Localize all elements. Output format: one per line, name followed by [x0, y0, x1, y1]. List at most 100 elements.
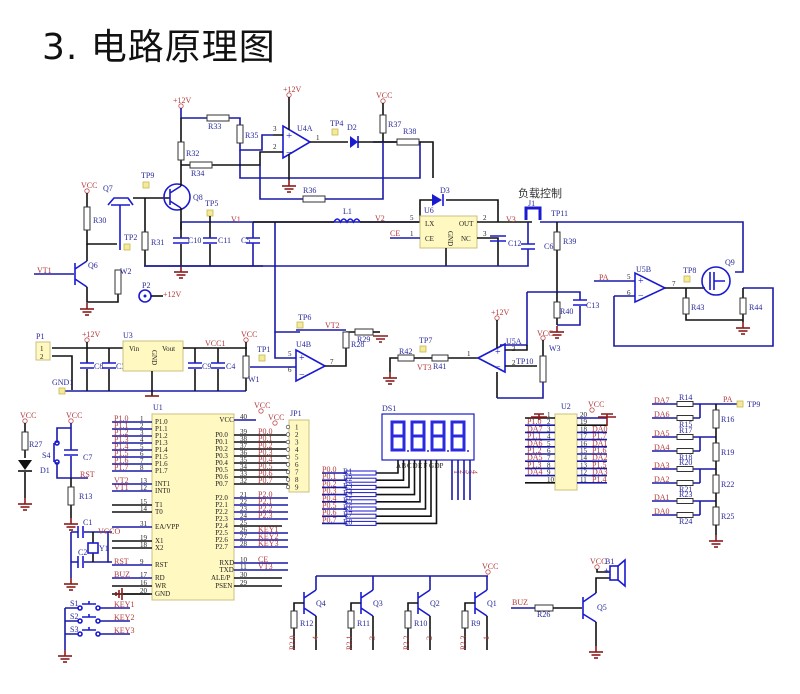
net-vt2: VT2 [325, 321, 340, 330]
u2-pin-net: P1.3 [527, 460, 541, 469]
u5a-section: R42 TP7 VT3 R41 + − U5A 1 3 2 +12V TP10 … [382, 308, 561, 399]
u1-pin-net: P2.3 [258, 511, 272, 520]
y1-label: Y1 [99, 544, 109, 553]
net-pa: PA [599, 273, 609, 282]
u6-ic [419, 215, 478, 249]
jp1-pin [285, 432, 291, 437]
q7-vcc: VCC [81, 181, 97, 190]
u1-pin-name: INT1 [155, 480, 171, 488]
digit-driver-resistor [290, 610, 298, 629]
u2-pin-net: DA3 [592, 468, 608, 477]
load-control-annotation: 负载控制 [518, 186, 562, 200]
u3-pin-vout: Vout [162, 345, 175, 353]
u6-pin3: 3 [483, 230, 487, 238]
u1-pin-name: P1.4 [155, 446, 168, 454]
dac-input-resistor-label: R15 [679, 420, 692, 429]
digit-driver-base-net: P2.2 [402, 636, 411, 650]
r26-label: R26 [537, 610, 550, 619]
r38-resistor [396, 138, 420, 146]
u4a-label: U4A [297, 124, 313, 133]
u5a-label: U5A [506, 337, 522, 346]
net-ce: CE [390, 229, 400, 238]
dac-input-net: DA6 [654, 410, 670, 419]
net-label-12v: +12V [173, 96, 192, 105]
u4b-pin6: 6 [288, 366, 292, 374]
u6-pin-lx: LX [425, 220, 434, 228]
jp1-pin-number: 3 [295, 439, 299, 447]
r42-label: R42 [399, 347, 412, 356]
r37-vcc: VCC [376, 91, 392, 100]
u4b-label: U4B [296, 340, 311, 349]
jp1-pin [285, 469, 291, 475]
r34-label: R34 [191, 169, 204, 178]
r39-resistor [553, 231, 561, 251]
r33-label: R33 [208, 122, 221, 131]
c9-label: C9 [202, 362, 211, 371]
u4a-minus: − [286, 147, 292, 159]
digit-driver-transistor [303, 589, 317, 617]
jp1-pin-number: 2 [295, 431, 299, 439]
key-label: S1 [70, 599, 78, 608]
u2-pin-number: 15 [580, 447, 588, 455]
u4a-12v: +12V [283, 85, 302, 94]
u1-pin-number: 17 [140, 571, 148, 579]
q9-mosfet [701, 266, 731, 296]
u1-pin-name: P0.5 [215, 466, 228, 474]
net-v1: V1 [231, 215, 241, 224]
u1-pin-net: P0.5 [258, 462, 272, 471]
u1-pin-number: 29 [240, 579, 248, 587]
u1-pin-number: 13 [140, 477, 148, 485]
u6-pin1: 1 [410, 230, 414, 238]
r44-resistor [739, 297, 747, 315]
jp1-pin [285, 447, 291, 452]
u1-pin-net: P1.7 [114, 463, 128, 472]
c4-capacitor [211, 362, 225, 369]
d2-led-icon [350, 136, 358, 148]
power-supply-section: P1 1 2 GND1 +12V C8 C3 U3 Vin Vout GND V… [35, 313, 388, 397]
l1-label: L1 [343, 207, 352, 216]
u1-pin-number: 18 [140, 541, 148, 549]
u1-pin-number: 10 [240, 556, 248, 564]
q5-label: Q5 [597, 603, 607, 612]
r37-resistor [379, 114, 387, 134]
dac-input-resistor [676, 434, 694, 440]
u2-pin-net: DA5 [527, 453, 543, 462]
r28-label: R28 [351, 340, 364, 349]
u1-pin-name: P0.4 [215, 459, 228, 467]
buzzer-section: BUZ R26 Q5 VCC B1 + [511, 557, 626, 659]
u1-label: U1 [153, 403, 163, 412]
r41-resistor [431, 354, 449, 362]
u1-pin-name: P2.3 [215, 515, 228, 523]
u1-pin-net: P0.4 [258, 455, 272, 464]
u1-pin-number: 35 [240, 456, 248, 464]
digit-driver-transistor [417, 589, 431, 617]
u1-pin-name: P2.0 [215, 494, 228, 502]
digit-driver-resistor [404, 610, 412, 629]
tp10-label: TP10 [516, 357, 533, 366]
q5-transistor [582, 592, 597, 623]
net-vcco: VCCO [98, 527, 120, 536]
r29-label: R29 [357, 335, 370, 344]
digit-driver-output: 3 [368, 636, 377, 640]
u1-pin-name: P0.7 [215, 480, 228, 488]
s4-label: S4 [42, 451, 50, 460]
u4b-pin7: 7 [330, 358, 334, 366]
u1-pin-name: X2 [155, 544, 164, 552]
jp1-pin-number: 7 [295, 469, 299, 477]
u1-pin-name: P1.7 [155, 467, 168, 475]
u1-pin-name: P2.7 [215, 543, 228, 551]
u4b-plus: + [299, 353, 305, 364]
u1-pin-net: P0.0 [258, 427, 272, 436]
b1-plus: + [604, 566, 609, 576]
u5a-opamp [476, 342, 506, 374]
u1-pin-number: 36 [240, 449, 248, 457]
c12-capacitor [490, 235, 506, 242]
dac-chain-resistor-label: R25 [721, 512, 734, 521]
dac-input-net: DA2 [654, 475, 670, 484]
net-vcc1: VCC1 [205, 339, 225, 348]
ds1-digit [410, 420, 426, 452]
jp1-pin [285, 424, 291, 430]
seg-pin-label: D [413, 462, 418, 470]
jp1-pin-number: 9 [295, 484, 299, 492]
